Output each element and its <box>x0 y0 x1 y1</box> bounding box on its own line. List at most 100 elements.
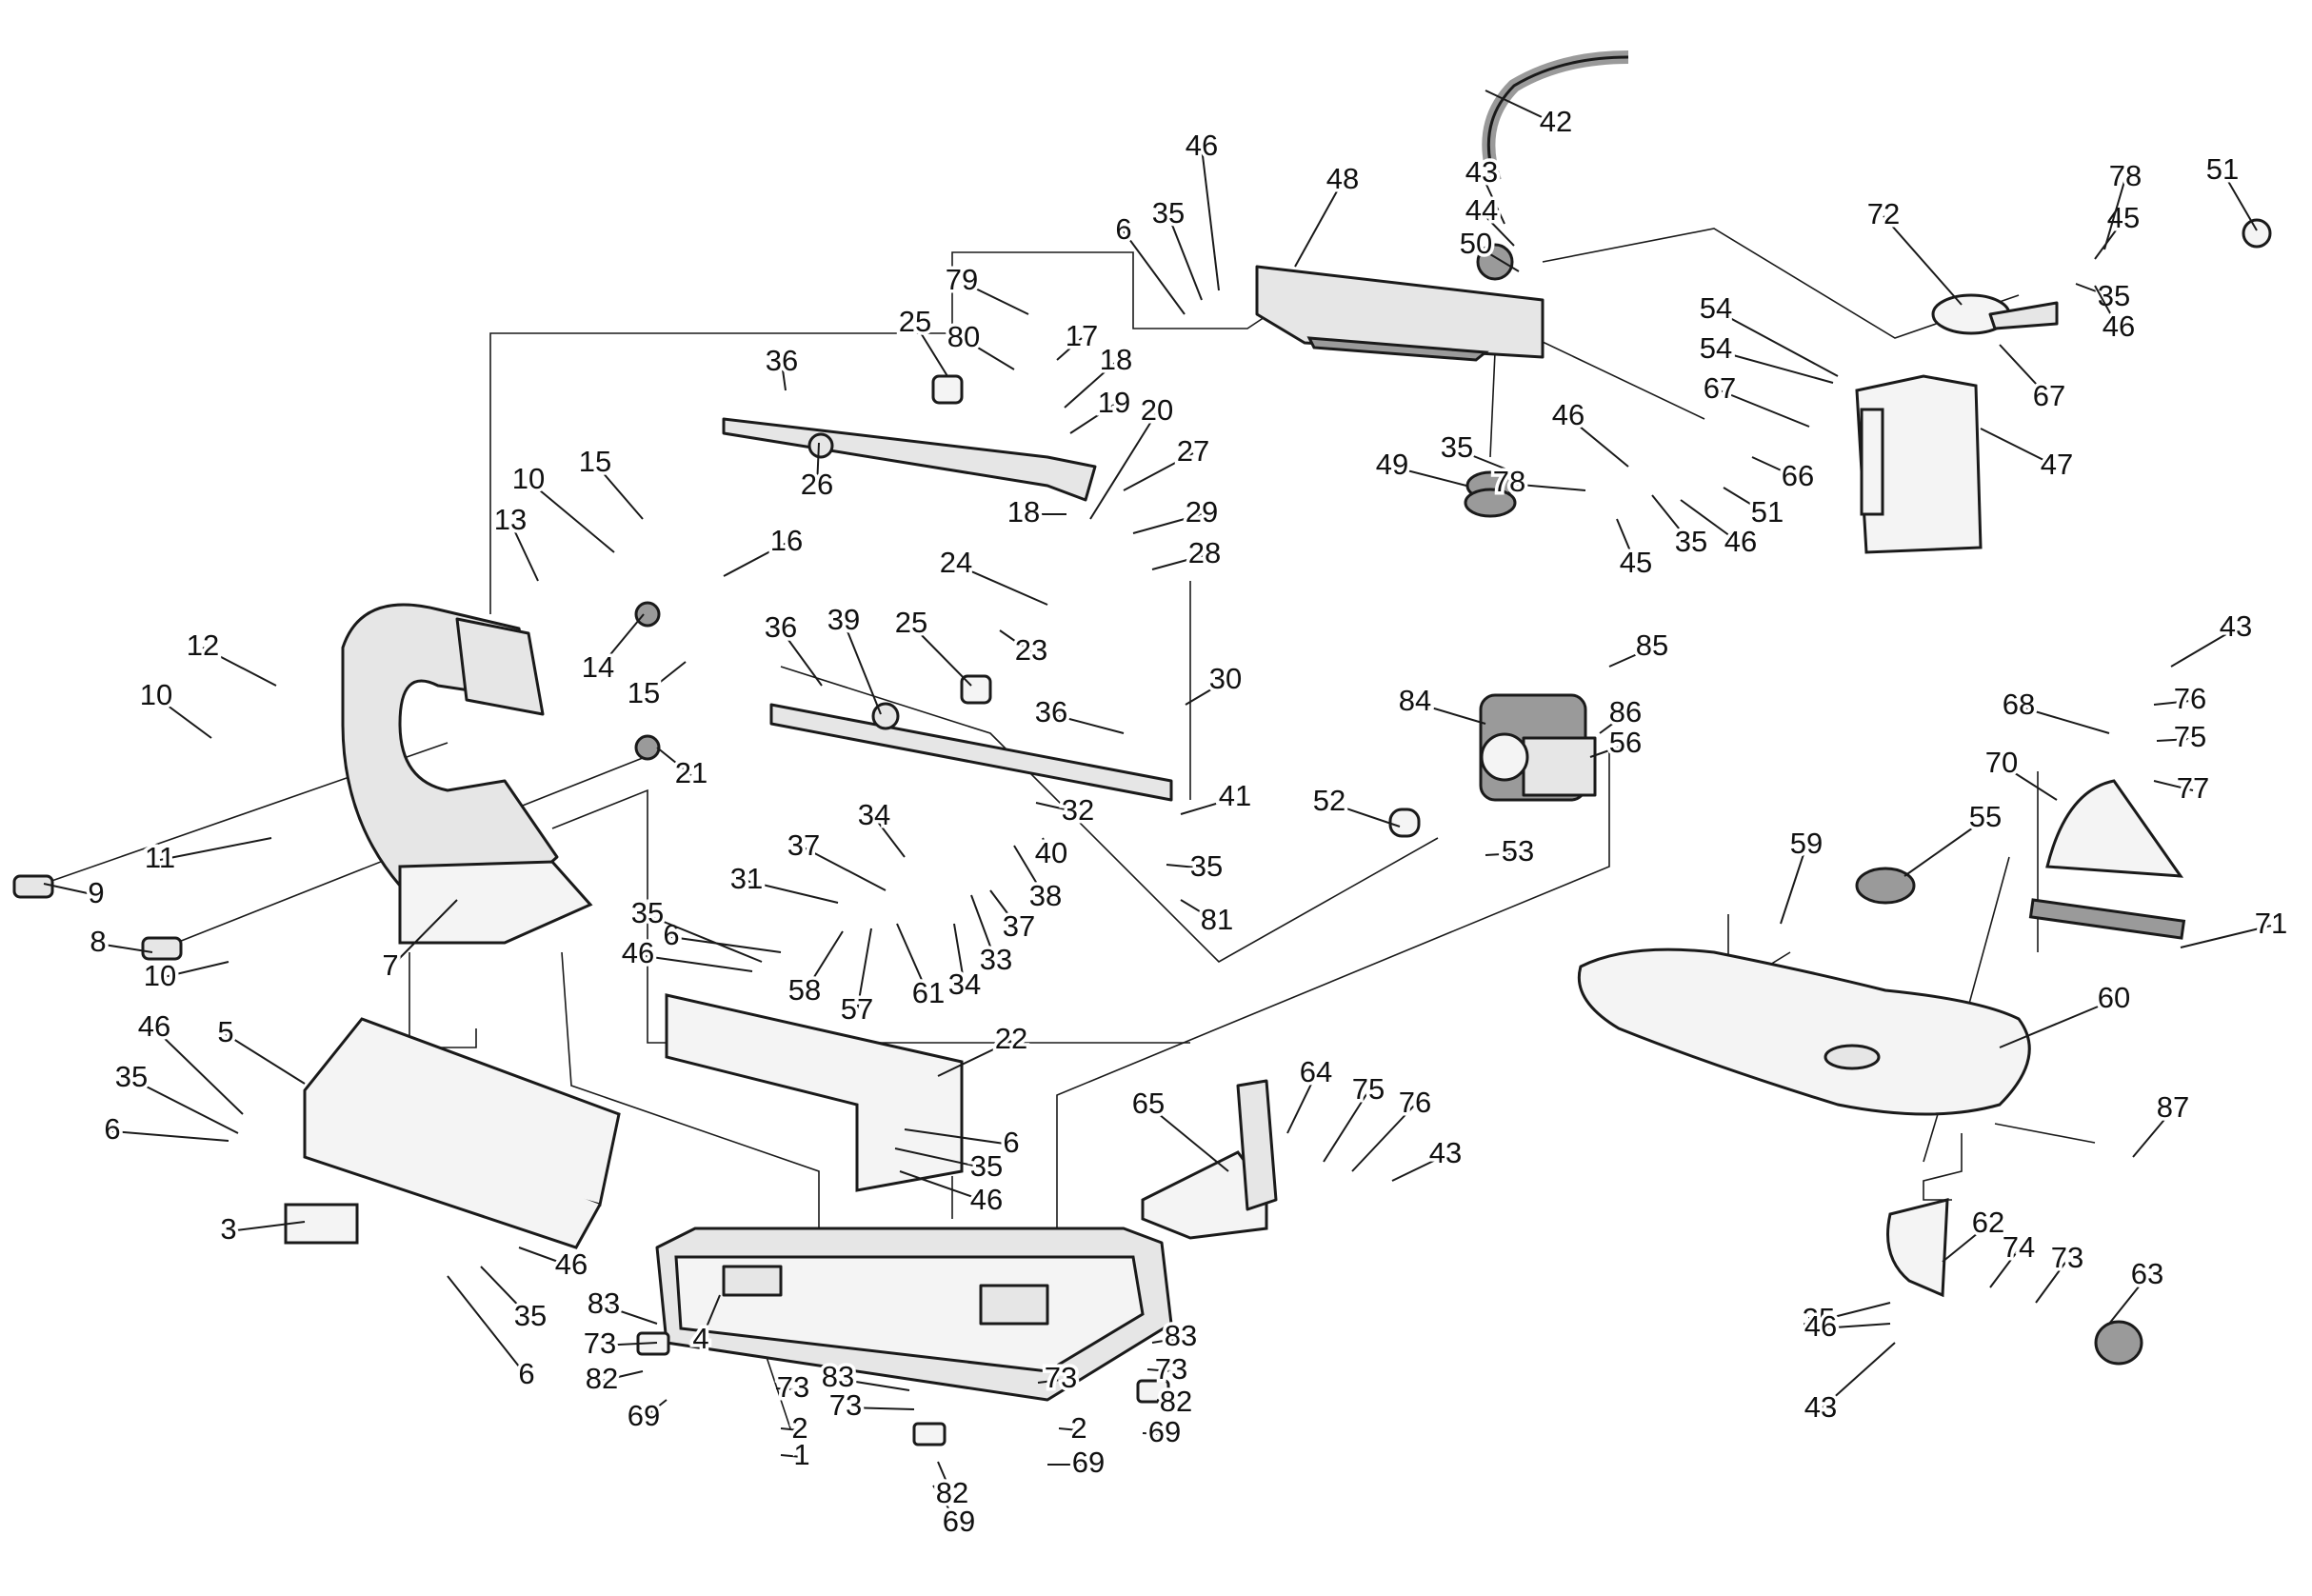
callout-leader <box>2103 177 2126 250</box>
part-number-halo: 75 <box>2174 720 2206 753</box>
callout-leader <box>509 521 539 582</box>
part-number: 13 <box>494 503 527 536</box>
callout-leader <box>1903 818 1986 877</box>
callout-leader <box>961 281 1029 315</box>
callout-leader <box>1508 483 1586 491</box>
part-number-halo: 63 <box>2131 1257 2163 1290</box>
part-number: 17 <box>1066 319 1098 352</box>
part-number-halo: 23 <box>1015 633 1047 667</box>
callout-leader <box>804 930 844 993</box>
part-number-halo: 4 <box>692 1322 708 1355</box>
callout-leader <box>746 880 839 904</box>
part-number: 24 <box>940 546 972 579</box>
part-number-halo: 1 <box>793 1438 809 1471</box>
callout-leader <box>1069 404 1115 434</box>
part-number: 47 <box>2041 448 2073 481</box>
part-number-halo: 54 <box>1700 331 1732 365</box>
part-number-halo: 28 <box>1188 536 1221 569</box>
part-number-halo: 79 <box>946 263 978 296</box>
part-number-halo: 6 <box>518 1357 534 1390</box>
part-number-halo: 42 <box>1540 105 1572 138</box>
part-number-halo: 82 <box>586 1362 618 1395</box>
part-number-halo: 83 <box>822 1360 854 1393</box>
callout-leader <box>780 1454 803 1458</box>
part-number: 81 <box>1201 903 1233 936</box>
air-hose <box>1482 50 1629 184</box>
part-number: 39 <box>827 603 860 636</box>
part-number-halo: 35 <box>631 896 664 929</box>
part-number-halo: 17 <box>1066 319 1098 352</box>
callout-leader <box>700 1294 721 1342</box>
callout-leader <box>816 442 820 488</box>
part-number: 6 <box>1115 212 1131 246</box>
callout-leader <box>1286 1073 1317 1134</box>
callout-leader <box>389 899 458 968</box>
callout-leader <box>528 480 615 553</box>
callout-leader <box>1980 428 2058 468</box>
callout-leader <box>955 564 1048 606</box>
callout-leader <box>111 1130 229 1142</box>
part-number: 83 <box>822 1360 854 1393</box>
part-number-halo: 40 <box>1035 836 1067 869</box>
callout-leader <box>843 621 882 715</box>
callout-leader <box>910 624 972 687</box>
part-number-halo: 49 <box>1376 448 1408 481</box>
callout-6: 66 <box>904 1123 1023 1163</box>
part-number: 76 <box>1399 1086 1431 1119</box>
part-number: 72 <box>1867 197 1900 230</box>
part-number: 73 <box>1155 1352 1187 1386</box>
callout-leader <box>937 1461 953 1496</box>
part-number-halo: 83 <box>1165 1319 1197 1352</box>
callout-leader <box>1999 344 2050 399</box>
callout-leader <box>1989 1248 2020 1288</box>
part-number: 44 <box>1465 193 1498 227</box>
part-number-halo: 35 <box>1190 849 1223 883</box>
part-number-halo: 34 <box>858 798 890 831</box>
callout-leader <box>1456 449 1525 477</box>
part-number-halo: 18 <box>1100 343 1132 376</box>
part-number-halo: 33 <box>980 943 1012 976</box>
part-number: 35 <box>1190 849 1223 883</box>
part-number-halo: 43 <box>2220 609 2252 643</box>
callout-leader <box>1818 1302 1891 1322</box>
part-number-halo: 78 <box>2109 159 2142 192</box>
part-number-halo: 62 <box>1972 1206 2004 1239</box>
part-number-halo: 19 <box>1098 386 1130 419</box>
callout-leader <box>1715 349 1834 384</box>
part-number: 75 <box>1352 1072 1385 1106</box>
part-number: 46 <box>1186 129 1218 162</box>
callout-leader <box>159 961 229 979</box>
callout-leader <box>999 629 1032 653</box>
callout-leader <box>1820 1323 1891 1329</box>
part-number: 25 <box>895 606 927 639</box>
part-number-halo: 81 <box>1201 903 1233 936</box>
part-number: 4 <box>692 1322 708 1355</box>
part-number: 11 <box>145 841 175 874</box>
callout-leader <box>2094 219 2124 260</box>
callout-leader <box>637 954 753 972</box>
callout-leader <box>1050 713 1125 734</box>
callout-leader <box>647 914 763 963</box>
part-number: 28 <box>1188 536 1221 569</box>
